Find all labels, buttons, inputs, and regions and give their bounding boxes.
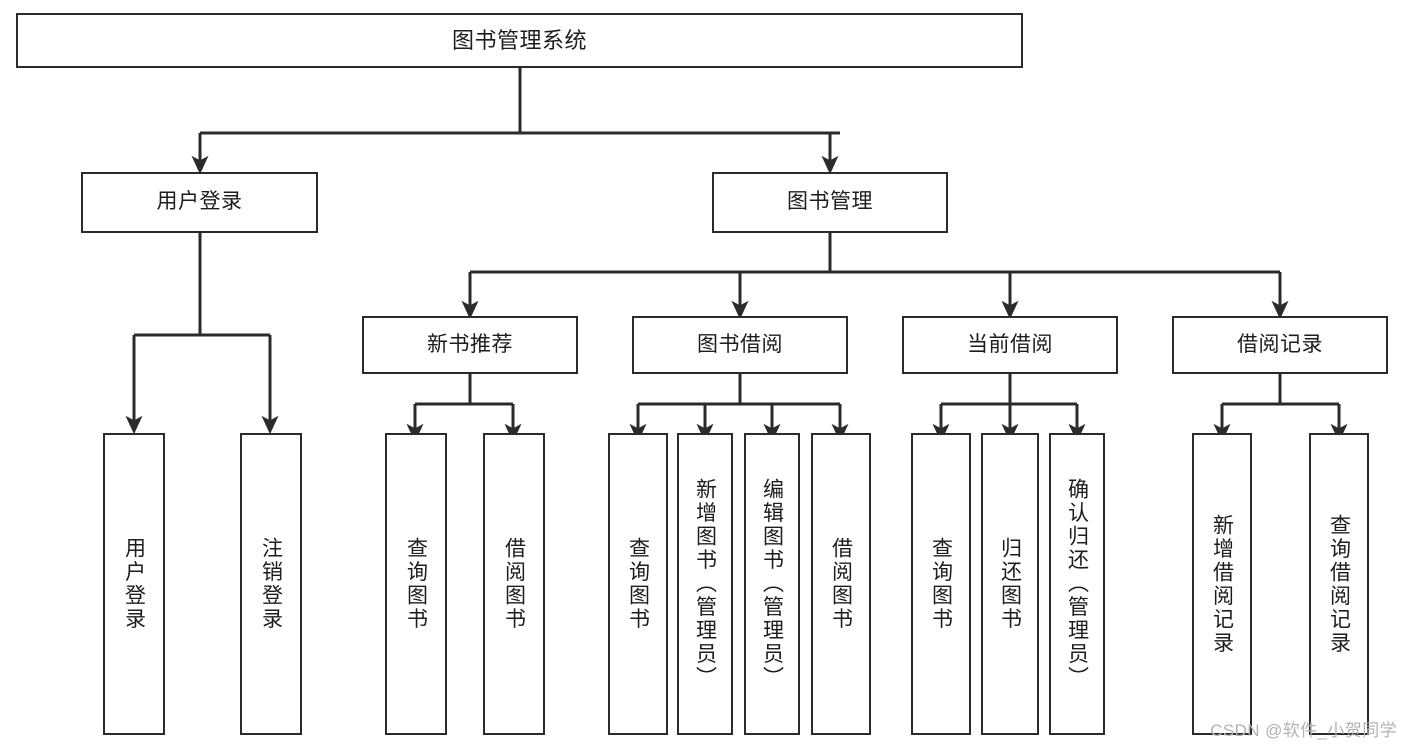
node-label: 图书管理 (787, 190, 873, 214)
node-user-login[interactable]: 用户登录 (81, 172, 318, 233)
node-label: 用户登录 (156, 190, 243, 214)
node-label: 新增图书（管理员） (693, 478, 717, 690)
node-label: 借阅记录 (1237, 332, 1323, 356)
node-root-system[interactable]: 图书管理系统 (16, 13, 1023, 68)
node-leaf-query-book-1[interactable]: 查询图书 (385, 433, 447, 735)
node-label: 确认归还（管理员） (1065, 478, 1089, 690)
node-leaf-borrow-book-1[interactable]: 借阅图书 (483, 433, 545, 735)
node-label: 查询图书 (929, 537, 953, 631)
node-borrow-record[interactable]: 借阅记录 (1172, 316, 1388, 374)
node-label: 查询图书 (626, 537, 650, 631)
node-leaf-return-book[interactable]: 归还图书 (981, 433, 1039, 735)
node-label: 借阅图书 (829, 537, 853, 631)
node-leaf-confirm-return[interactable]: 确认归还（管理员） (1049, 433, 1105, 735)
node-label: 图书借阅 (697, 332, 783, 356)
node-label: 用户登录 (122, 537, 146, 631)
node-label: 当前借阅 (967, 332, 1053, 356)
node-book-management[interactable]: 图书管理 (712, 172, 948, 233)
node-label: 查询图书 (404, 537, 428, 631)
node-current-borrow[interactable]: 当前借阅 (902, 316, 1118, 374)
node-leaf-add-book[interactable]: 新增图书（管理员） (677, 433, 733, 735)
node-label: 新书推荐 (427, 332, 513, 356)
node-label: 借阅图书 (502, 537, 526, 631)
node-new-book-recommend[interactable]: 新书推荐 (362, 316, 578, 374)
node-label: 编辑图书（管理员） (760, 478, 784, 690)
node-book-borrow[interactable]: 图书借阅 (632, 316, 848, 374)
node-label: 归还图书 (998, 537, 1022, 631)
node-label: 注销登录 (259, 537, 283, 631)
node-leaf-query-record[interactable]: 查询借阅记录 (1309, 433, 1369, 735)
node-leaf-query-book-3[interactable]: 查询图书 (911, 433, 971, 735)
watermark: CSDN @软件_小贺同学 (1210, 721, 1397, 740)
node-leaf-query-book-2[interactable]: 查询图书 (608, 433, 668, 735)
node-label: 图书管理系统 (451, 27, 587, 53)
node-leaf-logout-login[interactable]: 注销登录 (240, 433, 302, 735)
node-leaf-user-login[interactable]: 用户登录 (103, 433, 165, 735)
node-label: 新增借阅记录 (1210, 513, 1234, 655)
node-label: 查询借阅记录 (1327, 513, 1351, 655)
node-leaf-add-record[interactable]: 新增借阅记录 (1192, 433, 1252, 735)
node-leaf-borrow-book-2[interactable]: 借阅图书 (811, 433, 871, 735)
node-leaf-edit-book[interactable]: 编辑图书（管理员） (744, 433, 800, 735)
